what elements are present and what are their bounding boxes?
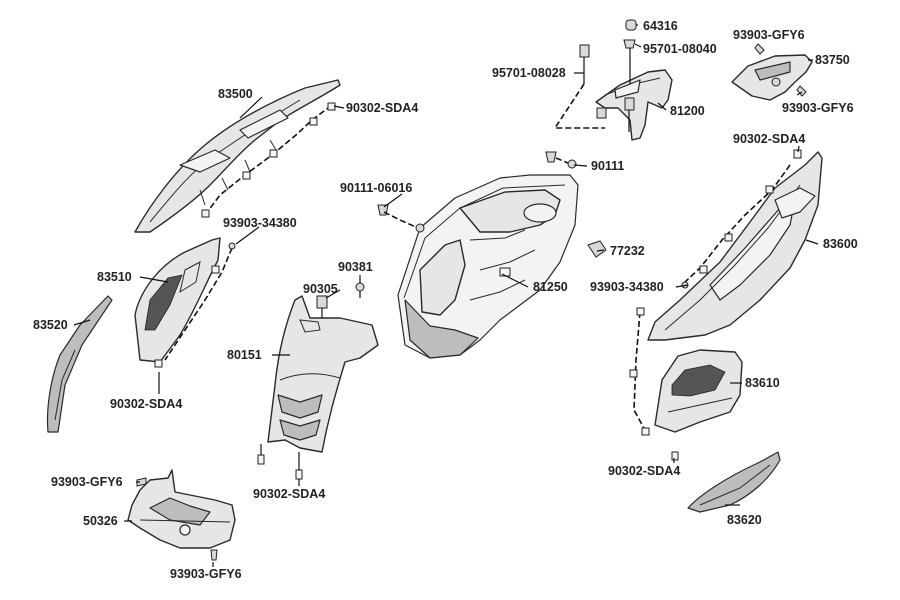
hw-93903-gfy6-left (136, 477, 147, 487)
label-83510: 83510 (97, 270, 132, 284)
hw-90381 (355, 282, 365, 298)
label-90302-sda4-center: 90302-SDA4 (253, 487, 325, 501)
label-83610: 83610 (745, 376, 780, 390)
part-83610 (654, 349, 743, 433)
hw-93903-gfy6-right (796, 85, 807, 97)
hw-90111 (545, 151, 577, 169)
part-80151 (267, 295, 379, 453)
dash-83510 (164, 247, 233, 361)
label-93903-gfy6-right: 93903-GFY6 (782, 101, 854, 115)
part-83520 (46, 295, 113, 433)
label-64316: 64316 (643, 19, 678, 33)
label-83520: 83520 (33, 318, 68, 332)
label-90302-sda4-top: 90302-SDA4 (346, 101, 418, 115)
hw-93903-gfy6-bottom (210, 549, 218, 561)
label-90302-sda4-right: 90302-SDA4 (733, 132, 805, 146)
part-50326 (127, 469, 236, 549)
label-83600: 83600 (823, 237, 858, 251)
clips-83510 (154, 242, 236, 368)
dash-83600 (684, 164, 791, 283)
label-93903-34380-left: 93903-34380 (223, 216, 297, 230)
leader-lines (73, 24, 819, 567)
hw-64316 (625, 19, 637, 31)
part-83620 (687, 451, 781, 513)
part-labels: 64316 93903-GFY6 95701-08040 95701-08028… (33, 19, 858, 581)
label-90302-sda4-left: 90302-SDA4 (110, 397, 182, 411)
part-83500 (134, 79, 341, 233)
clips-83600 (681, 149, 802, 289)
label-83500: 83500 (218, 87, 253, 101)
part-83600 (647, 151, 823, 341)
label-93903-34380-right: 93903-34380 (590, 280, 664, 294)
label-95701-08040: 95701-08040 (643, 42, 717, 56)
hw-90111-06016 (377, 204, 425, 233)
clips-80151 (257, 444, 303, 480)
label-83620: 83620 (727, 513, 762, 527)
hw-90305 (316, 295, 328, 318)
hw-77232 (587, 240, 607, 258)
clips-83500 (201, 102, 336, 218)
hw-95701-08028 (553, 44, 607, 129)
part-83750 (731, 54, 813, 101)
label-50326: 50326 (83, 514, 118, 528)
label-81200: 81200 (670, 104, 705, 118)
clips-83610 (629, 307, 679, 461)
label-77232: 77232 (610, 244, 645, 258)
label-81250: 81250 (533, 280, 568, 294)
hw-93903-gfy6-top (754, 43, 765, 55)
label-95701-08028: 95701-08028 (492, 66, 566, 80)
label-93903-gfy6-bottom: 93903-GFY6 (170, 567, 242, 581)
label-90111: 90111 (591, 159, 624, 173)
label-93903-gfy6-top: 93903-GFY6 (733, 28, 805, 42)
label-90302-sda4-bottom-right: 90302-SDA4 (608, 464, 680, 478)
label-93903-gfy6-left: 93903-GFY6 (51, 475, 123, 489)
label-80151: 80151 (227, 348, 262, 362)
label-90381: 90381 (338, 260, 373, 274)
label-83750: 83750 (815, 53, 850, 67)
dash-83610 (633, 311, 646, 431)
label-90305: 90305 (303, 282, 338, 296)
part-83510 (134, 237, 221, 363)
part-81250 (397, 174, 579, 359)
hw-95701-08040 (623, 39, 636, 132)
label-90111-06016: 90111-06016 (340, 181, 412, 195)
